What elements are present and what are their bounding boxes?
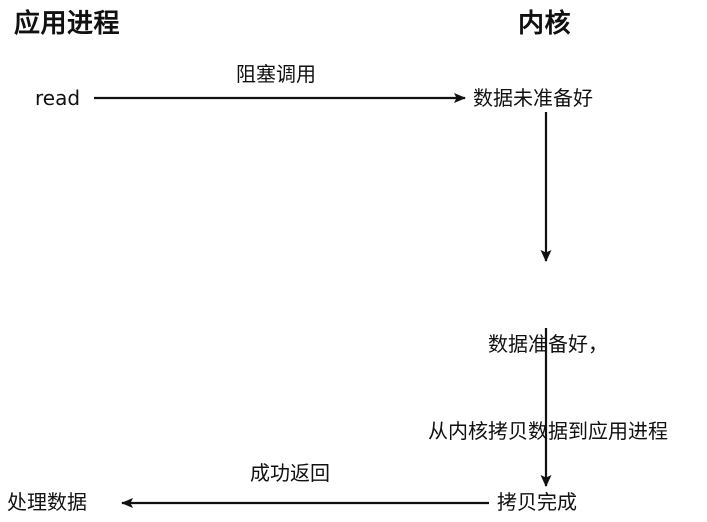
node-data-ready-line-1: 数据准备好， <box>488 332 608 356</box>
node-copy-done: 拷贝完成 <box>497 490 577 514</box>
column-heading-kernel: 内核 <box>518 9 572 39</box>
edge-label-success-return: 成功返回 <box>250 461 330 485</box>
node-data-ready-and-copy: 数据准备好， 从内核拷贝数据到应用进程 <box>392 272 704 504</box>
node-data-not-ready: 数据未准备好 <box>473 86 593 110</box>
node-data-ready-line-2: 从内核拷贝数据到应用进程 <box>428 419 668 443</box>
node-read: read <box>35 86 81 110</box>
column-heading-application-process: 应用进程 <box>14 9 121 39</box>
edge-label-blocking-call: 阻塞调用 <box>236 62 316 86</box>
node-process-data: 处理数据 <box>7 490 87 514</box>
